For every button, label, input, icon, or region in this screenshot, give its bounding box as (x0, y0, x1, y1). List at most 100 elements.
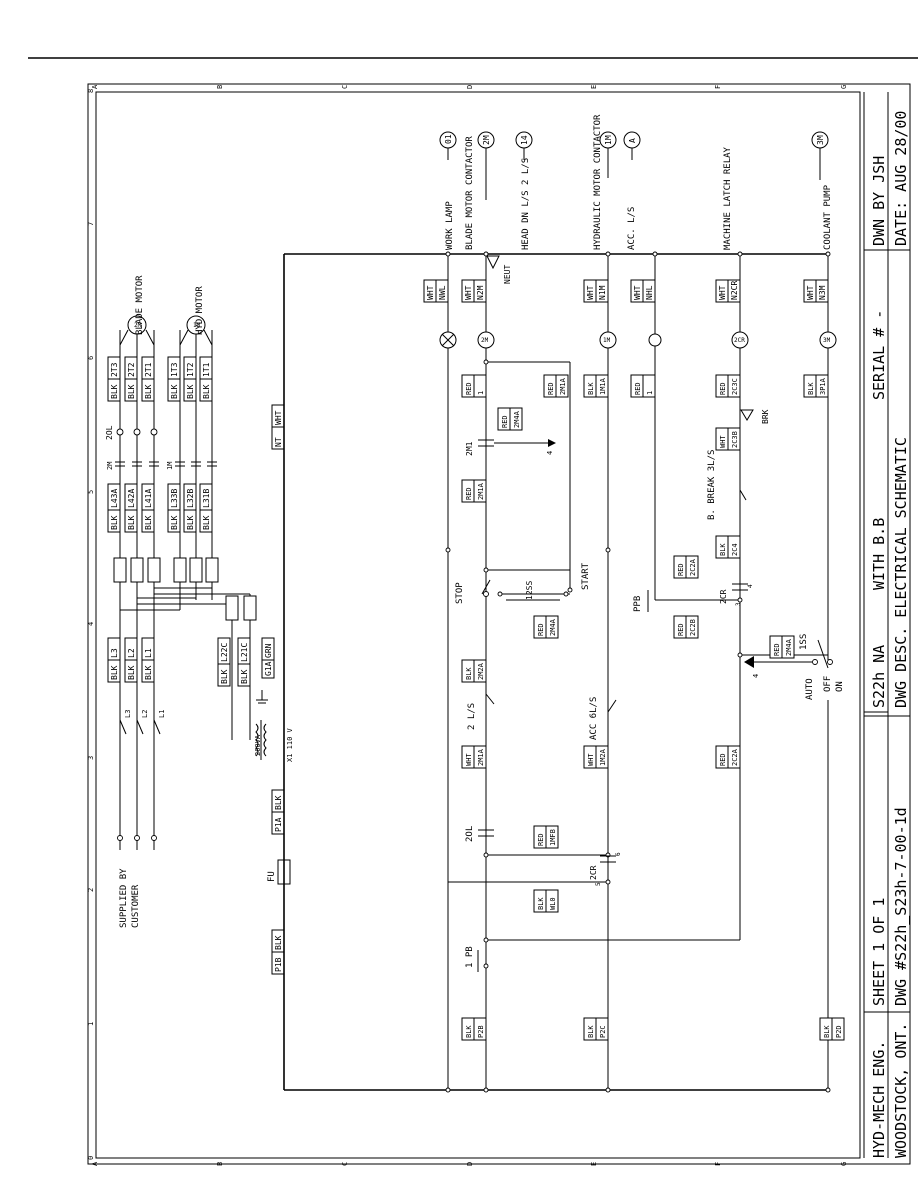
svg-text:RED: RED (537, 623, 545, 636)
drawn-by: DWN BY JSH (870, 156, 888, 246)
svg-text:2M1: 2M1 (465, 441, 474, 456)
svg-text:BLK: BLK (186, 515, 195, 530)
blade-motor-symbol (127, 315, 147, 335)
svg-text:BLK: BLK (465, 667, 473, 680)
control-ladder: 2M 1M 2CR 3M NEUT BRK WORK LAMP BLADE MO… (284, 114, 845, 1093)
row-number: 0 (87, 1156, 95, 1160)
col-letter: F (714, 85, 722, 89)
svg-text:3M: 3M (816, 135, 825, 145)
svg-text:WHT: WHT (718, 285, 727, 300)
selector-label: 12SS (525, 581, 534, 600)
svg-text:WHT: WHT (465, 753, 473, 766)
col-letter: B (216, 1162, 224, 1166)
coil-tags: WHT NWL WHT N2M WHT N1M WHT NHL WHT N2CR… (423, 279, 829, 303)
svg-text:1: 1 (646, 391, 654, 395)
pilot-light (648, 333, 662, 347)
coolant-pump-coil (819, 331, 837, 349)
svg-text:ON: ON (835, 681, 845, 692)
svg-text:2M: 2M (134, 322, 142, 329)
svg-text:L21C: L21C (240, 643, 249, 662)
svg-text:2M4A: 2M4A (785, 638, 793, 656)
svg-text:2C4: 2C4 (731, 543, 739, 556)
model: S22h NA (870, 645, 888, 708)
company-name: HYD-MECH ENG. (870, 1041, 888, 1158)
svg-text:P2C: P2C (599, 1025, 607, 1038)
svg-text:BLK: BLK (127, 515, 136, 530)
company-location: WOODSTOCK, ONT. (892, 1023, 910, 1158)
svg-text:N3M: N3M (818, 285, 827, 300)
sheet-number: SHEET 1 OF 1 (870, 898, 888, 1006)
blade-contactor-coil (477, 331, 495, 349)
col-letter: C (341, 1162, 349, 1166)
svg-text:L32B: L32B (186, 489, 195, 508)
rung-label-acc: ACC. L/S (627, 207, 637, 250)
svg-text:BLK: BLK (719, 543, 727, 556)
svg-text:A: A (628, 138, 637, 143)
col-letter: F (714, 1162, 722, 1166)
svg-text:L3: L3 (124, 710, 132, 718)
svg-text:1M: 1M (193, 322, 201, 329)
svg-text:ACC 6L/S: ACC 6L/S (589, 697, 599, 740)
svg-text:B. BREAK 3L/S: B. BREAK 3L/S (707, 450, 717, 520)
svg-text:2C2B: 2C2B (689, 619, 697, 636)
svg-text:1MFB: 1MFB (549, 829, 557, 846)
drawing-description: DWG DESC. ELECTRICAL SCHEMATIC (892, 437, 910, 708)
svg-text:2M: 2M (106, 462, 114, 470)
svg-text:2C3C: 2C3C (731, 378, 739, 395)
svg-text:NHL: NHL (645, 285, 654, 300)
svg-text:2C2A: 2C2A (689, 558, 697, 576)
svg-text:6: 6 (615, 852, 622, 856)
col-letter: E (590, 1162, 598, 1166)
svg-text:BLK: BLK (274, 795, 283, 810)
col-letter: B (216, 85, 224, 89)
svg-text:2T3: 2T3 (110, 362, 119, 377)
svg-text:2CR: 2CR (734, 337, 745, 344)
drawing-date: DATE: AUG 28/00 (892, 111, 910, 246)
main-disconnect: L3 L2 L1 SUPPLIED BY CUSTOMER (117, 710, 166, 928)
svg-text:RED: RED (465, 382, 473, 395)
svg-text:BLK: BLK (537, 897, 545, 910)
svg-text:1M: 1M (166, 462, 174, 470)
rung-labels: WORK LAMP BLADE MOTOR CONTACTOR HEAD DN … (445, 114, 833, 250)
svg-text:01: 01 (444, 134, 453, 144)
svg-text:P1A: P1A (274, 817, 283, 832)
svg-text:L42A: L42A (127, 489, 136, 508)
svg-text:BLK: BLK (144, 384, 153, 399)
power-section: 2M 1M BLADE MOTOR HYD MOTOR 2T3 BLK 2T2 … (105, 254, 294, 1090)
control-transformer: 200VA X1 110 V (254, 690, 294, 762)
wire-tags: RED 1 RED 2M1A RED 2M4A BLK 1M1A RED 1 R… (461, 374, 845, 1041)
title-block: HYD-MECH ENG. WOODSTOCK, ONT. SHEET 1 OF… (863, 92, 910, 1158)
svg-text:P1B: P1B (274, 957, 283, 972)
svg-text:2M1A: 2M1A (477, 748, 485, 766)
svg-text:BLK: BLK (127, 384, 136, 399)
svg-text:BLK: BLK (127, 665, 136, 680)
svg-text:L1: L1 (144, 648, 153, 658)
svg-text:2OL: 2OL (105, 425, 114, 440)
svg-text:1: 1 (477, 391, 485, 395)
column-markers: A B C D E F G A B C D E F G (91, 84, 848, 1166)
svg-text:WHT: WHT (719, 435, 727, 448)
svg-text:WHT: WHT (426, 285, 435, 300)
hyd-motor-label: HYD MOTOR (195, 286, 205, 335)
svg-text:1 PB: 1 PB (465, 946, 475, 968)
col-letter: G (840, 1162, 848, 1166)
svg-text:RED: RED (547, 382, 555, 395)
svg-text:4: 4 (747, 584, 754, 588)
svg-text:BLK: BLK (587, 1025, 595, 1038)
svg-text:1M2A: 1M2A (599, 748, 607, 766)
neutral-symbol (486, 255, 500, 270)
row-number: 8 (87, 89, 95, 93)
svg-text:BLK: BLK (587, 382, 595, 395)
svg-text:RED: RED (677, 563, 685, 576)
svg-text:RED: RED (773, 643, 781, 656)
fuses (113, 557, 291, 885)
contactor-contacts: 2M 1M 2OL (105, 425, 217, 470)
hyd-contactor-coil (599, 331, 617, 349)
rung-label-coolant: COOLANT PUMP (823, 184, 833, 250)
supply-label: SUPPLIED BY (119, 868, 129, 928)
svg-text:1T2: 1T2 (186, 362, 195, 377)
svg-text:14: 14 (520, 135, 529, 145)
terminal-tags: 2T3 BLK 2T2 BLK 2T1 BLK 1T3 BLK 1T2 BLK … (107, 356, 285, 975)
svg-text:WHT: WHT (464, 285, 473, 300)
svg-text:2C3B: 2C3B (731, 431, 739, 448)
